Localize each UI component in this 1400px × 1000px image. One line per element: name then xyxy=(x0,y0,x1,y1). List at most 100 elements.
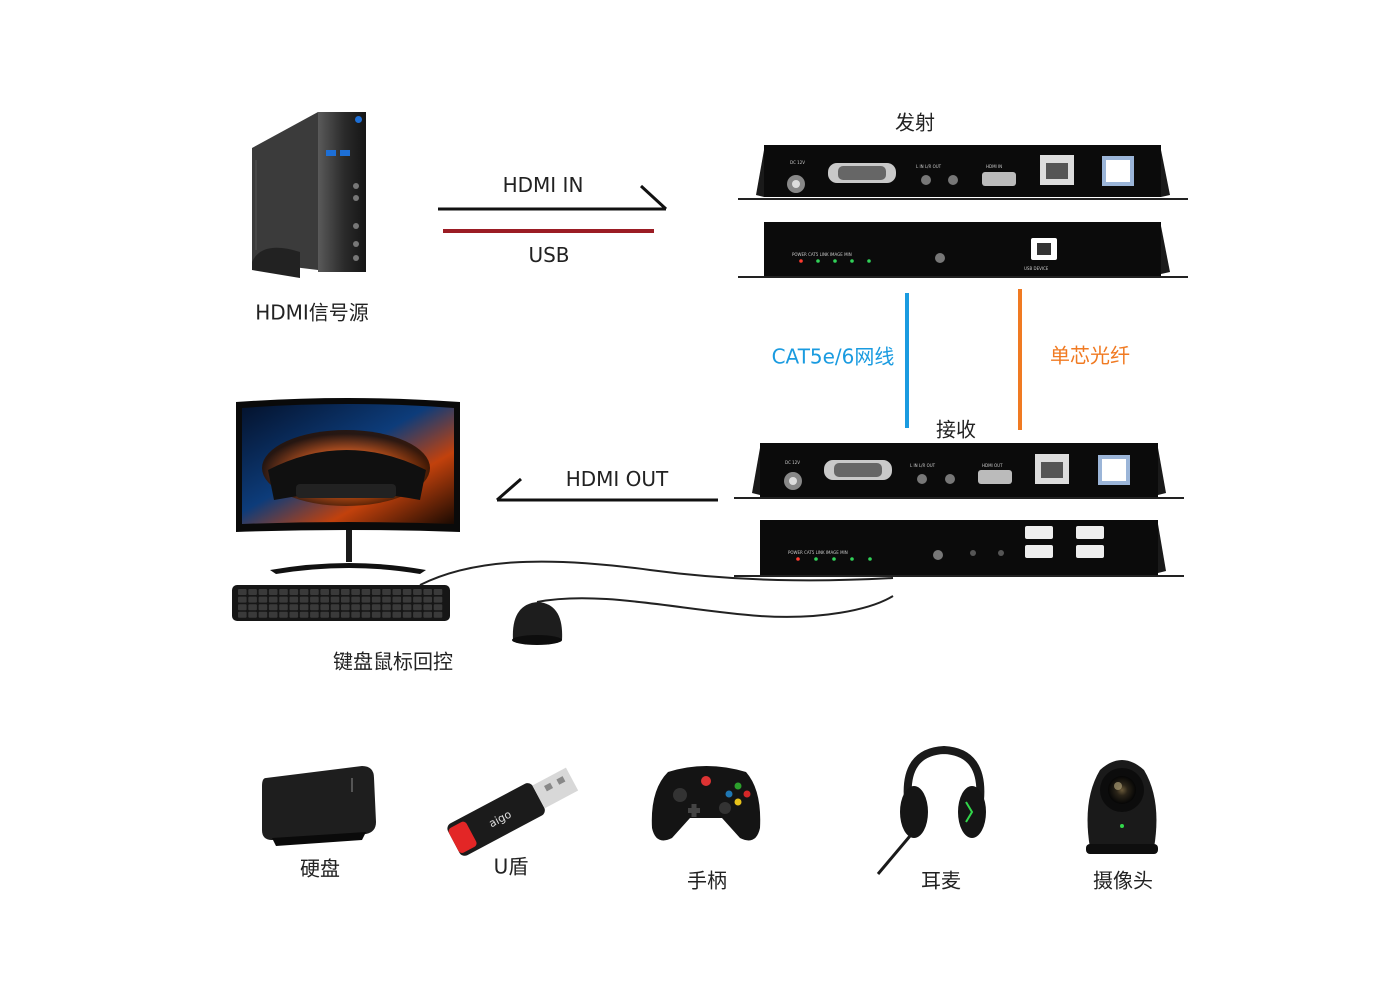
keyboard-key xyxy=(310,604,319,611)
transmitter-back-panel: POWER CAT5 LINK IMAGE MIN USB DEVICE xyxy=(738,222,1188,278)
keyboard-key xyxy=(330,611,340,618)
keyboard-key xyxy=(320,589,329,595)
svg-text:L IN L/R OUT: L IN L/R OUT xyxy=(910,463,936,468)
keyboard-key xyxy=(279,589,288,595)
keyboard-key xyxy=(238,604,247,611)
mouse-icon xyxy=(512,602,563,645)
receiver-back-panel: POWER CAT5 LINK IMAGE MIN xyxy=(734,520,1184,577)
keyboard-key xyxy=(361,596,371,603)
keyboard-key xyxy=(361,589,371,595)
keyboard-key xyxy=(351,604,360,611)
keyboard-key xyxy=(413,604,422,611)
svg-text:POWER CAT5 LINK IMAGE MIN: POWER CAT5 LINK IMAGE MIN xyxy=(788,550,848,555)
keyboard-key xyxy=(351,589,360,595)
keyboard-key xyxy=(268,604,278,611)
keyboard-key xyxy=(289,604,299,611)
keyboard-key xyxy=(382,596,391,603)
keyboard-key xyxy=(299,611,309,618)
keyboard-key xyxy=(268,589,278,595)
keyboard-key xyxy=(330,589,340,595)
peripheral-label-webcam: 摄像头 xyxy=(1093,868,1153,893)
keyboard-key xyxy=(330,596,340,603)
keyboard-key xyxy=(423,596,432,603)
keyboard-key xyxy=(320,596,329,603)
keyboard-key xyxy=(341,604,350,611)
keyboard-key xyxy=(310,589,319,595)
keyboard-key xyxy=(238,589,247,595)
receiver-front-panel: DC 12V L IN L/R OUT HDMI OUT xyxy=(734,443,1184,499)
keyboard-key xyxy=(423,611,432,618)
keyboard-key xyxy=(268,611,278,618)
keyboard-key xyxy=(248,596,257,603)
peripheral-label-usb-key: U盾 xyxy=(493,854,529,879)
keyboard-key xyxy=(289,589,299,595)
keyboard-key xyxy=(268,596,278,603)
keyboard-key xyxy=(341,611,350,618)
keyboard-key xyxy=(423,589,432,595)
keyboard-key xyxy=(330,604,340,611)
keyboard-key xyxy=(433,604,443,611)
keyboard-key xyxy=(371,611,381,618)
keyboard-cable xyxy=(419,560,894,586)
peripheral-label-gamepad: 手柄 xyxy=(687,868,727,893)
peripheral-label-hard-drive: 硬盘 xyxy=(300,856,340,881)
keyboard-key xyxy=(279,596,288,603)
keyboard-key xyxy=(433,589,443,595)
mouse-cable xyxy=(536,595,894,618)
keyboard-key xyxy=(279,611,288,618)
keyboard-key xyxy=(402,604,412,611)
keyboard-key xyxy=(433,596,443,603)
keyboard-key xyxy=(320,604,329,611)
keyboard-key xyxy=(371,604,381,611)
keyboard-key xyxy=(361,604,371,611)
svg-text:USB DEVICE: USB DEVICE xyxy=(1024,266,1049,271)
keyboard-key xyxy=(351,611,360,618)
keyboard-key xyxy=(310,596,319,603)
svg-text:POWER CAT5 LINK IMAGE MIN: POWER CAT5 LINK IMAGE MIN xyxy=(792,252,852,257)
keyboard-key xyxy=(351,596,360,603)
keyboard-key xyxy=(371,589,381,595)
keyboard-key xyxy=(258,596,268,603)
keyboard-key xyxy=(423,604,432,611)
keyboard-key xyxy=(392,596,402,603)
svg-text:L IN L/R OUT: L IN L/R OUT xyxy=(916,164,942,169)
keyboard-key xyxy=(382,611,391,618)
pc-tower-icon xyxy=(252,112,366,278)
monitor-icon xyxy=(236,398,460,574)
keyboard-key xyxy=(279,604,288,611)
keyboard-key xyxy=(382,604,391,611)
keyboard-key xyxy=(299,589,309,595)
webcam-icon xyxy=(1086,760,1158,854)
keyboard-key xyxy=(361,611,371,618)
usb-label: USB xyxy=(528,243,570,267)
gamepad-icon xyxy=(651,766,761,841)
keyboard-key xyxy=(413,596,422,603)
keyboard-key xyxy=(289,611,299,618)
keyboard-key xyxy=(238,611,247,618)
network-cable-label: CAT5e/6网线 xyxy=(771,344,895,369)
hdmi-in-link xyxy=(438,184,668,211)
keyboard-key xyxy=(289,596,299,603)
keyboard-key xyxy=(248,611,257,618)
svg-text:DC 12V: DC 12V xyxy=(790,160,805,165)
keyboard-key xyxy=(413,611,422,618)
hdmi-out-link xyxy=(496,477,718,502)
kvm-control-label: 键盘鼠标回控 xyxy=(333,649,453,674)
keyboard-key xyxy=(248,604,257,611)
keyboard-key xyxy=(392,611,402,618)
peripheral-label-headset: 耳麦 xyxy=(921,868,961,893)
receiver-label: 接收 xyxy=(936,417,976,442)
keyboard-key xyxy=(258,611,268,618)
keyboard-key xyxy=(248,589,257,595)
keyboard-key xyxy=(402,589,412,595)
keyboard-icon xyxy=(232,585,450,621)
hdmi-source-label: HDMI信号源 xyxy=(255,300,369,325)
svg-text:HDMI OUT: HDMI OUT xyxy=(982,463,1003,468)
hdmi-out-label: HDMI OUT xyxy=(565,467,669,491)
hard-drive-icon xyxy=(262,766,376,846)
keyboard-key xyxy=(402,611,412,618)
headset-icon xyxy=(876,745,986,875)
keyboard-key xyxy=(371,596,381,603)
